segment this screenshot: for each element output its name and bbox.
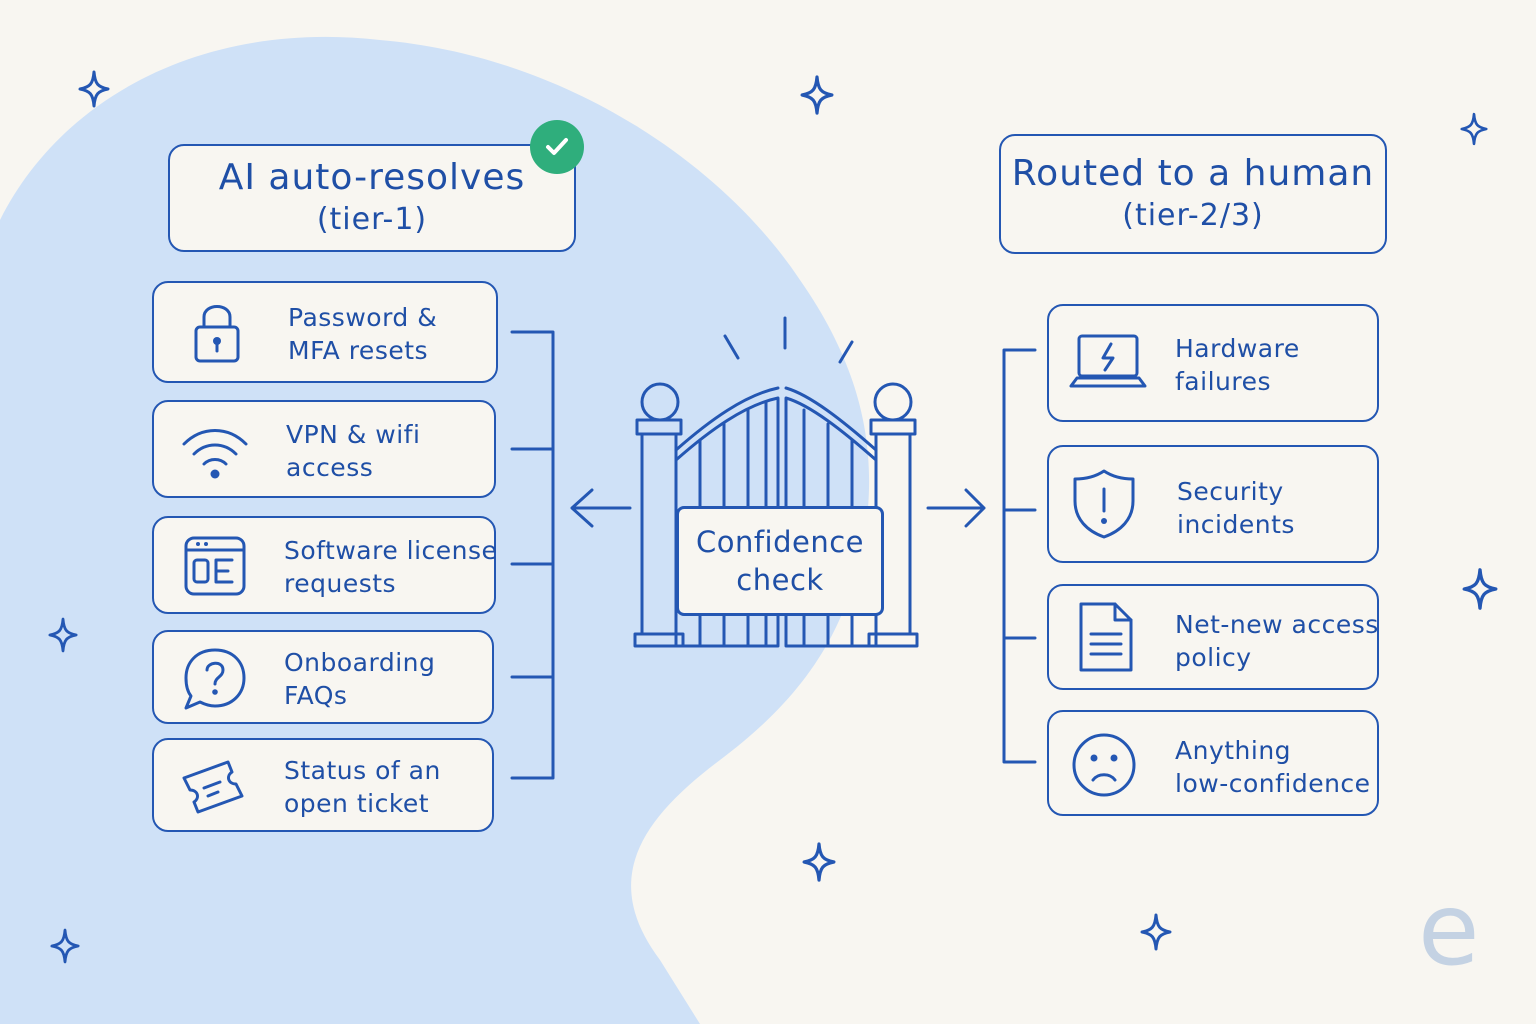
ticket-icon xyxy=(182,760,244,814)
item-line-1: Net-new access xyxy=(1175,610,1379,639)
app-window-icon xyxy=(184,536,246,596)
right-bracket xyxy=(1002,348,1037,764)
item-line-1: Security xyxy=(1177,477,1284,506)
question-bubble-icon xyxy=(184,648,246,710)
item-security-incidents: Security incidents xyxy=(1047,445,1379,563)
item-line-1: Software license xyxy=(284,536,498,565)
header-title: AI auto-resolves xyxy=(218,157,526,198)
item-line-2: FAQs xyxy=(284,681,348,710)
sparkle-icon xyxy=(802,842,836,882)
sparkle-icon xyxy=(48,617,78,653)
routed-to-human-header: Routed to a human (tier-2/3) xyxy=(999,134,1387,254)
item-line-2: failures xyxy=(1175,367,1271,396)
item-line-2: MFA resets xyxy=(288,336,429,365)
gate-line-2: check xyxy=(736,563,824,597)
header-subtitle: (tier-2/3) xyxy=(1122,198,1264,233)
arrow-right-icon xyxy=(926,488,986,528)
item-line-1: Password & xyxy=(288,303,438,332)
sparkle-icon xyxy=(1140,913,1172,951)
document-icon xyxy=(1079,602,1133,672)
item-line-2: access xyxy=(286,453,374,482)
item-line-2: requests xyxy=(284,569,397,598)
laptop-icon xyxy=(1069,334,1147,388)
item-line-2: low-confidence xyxy=(1175,769,1371,798)
item-line-1: Onboarding xyxy=(284,648,436,677)
gate-line-1: Confidence xyxy=(695,525,865,559)
item-line-1: Hardware xyxy=(1175,334,1300,363)
item-onboarding-faqs: Onboarding FAQs xyxy=(152,630,494,724)
item-net-new-access-policy: Net-new access policy xyxy=(1047,584,1379,690)
ai-auto-resolves-header: AI auto-resolves (tier-1) xyxy=(168,144,576,252)
wifi-icon xyxy=(182,429,248,479)
item-line-1: Status of an xyxy=(284,756,441,785)
sparkle-icon xyxy=(50,928,80,964)
item-password-mfa-resets: Password & MFA resets xyxy=(152,281,498,383)
lock-icon xyxy=(194,305,240,363)
item-software-license-requests: Software license requests xyxy=(152,516,498,614)
item-line-1: Anything xyxy=(1175,736,1292,765)
sad-face-icon xyxy=(1072,733,1136,797)
arrow-left-icon xyxy=(570,488,632,528)
item-line-2: open ticket xyxy=(284,789,430,818)
item-hardware-failures: Hardware failures xyxy=(1047,304,1379,422)
item-line-2: incidents xyxy=(1177,510,1295,539)
watermark-logo: e xyxy=(1418,871,1480,988)
item-line-2: policy xyxy=(1175,643,1252,672)
sparkle-icon xyxy=(800,75,834,115)
item-anything-low-confidence: Anything low-confidence xyxy=(1047,710,1379,816)
confidence-check-label: Confidence check xyxy=(676,506,884,616)
sparkle-icon xyxy=(1460,112,1488,146)
sparkle-icon xyxy=(1462,568,1498,610)
gate-rays xyxy=(723,316,854,364)
shield-alert-icon xyxy=(1073,469,1135,539)
item-vpn-wifi-access: VPN & wifi access xyxy=(152,400,496,498)
item-status-open-ticket: Status of an open ticket xyxy=(152,738,494,832)
header-title: Routed to a human xyxy=(1011,153,1375,194)
check-icon xyxy=(530,120,584,174)
item-line-1: VPN & wifi xyxy=(286,420,421,449)
sparkle-icon xyxy=(78,70,110,108)
header-subtitle: (tier-1) xyxy=(316,202,428,237)
left-bracket xyxy=(510,330,555,780)
